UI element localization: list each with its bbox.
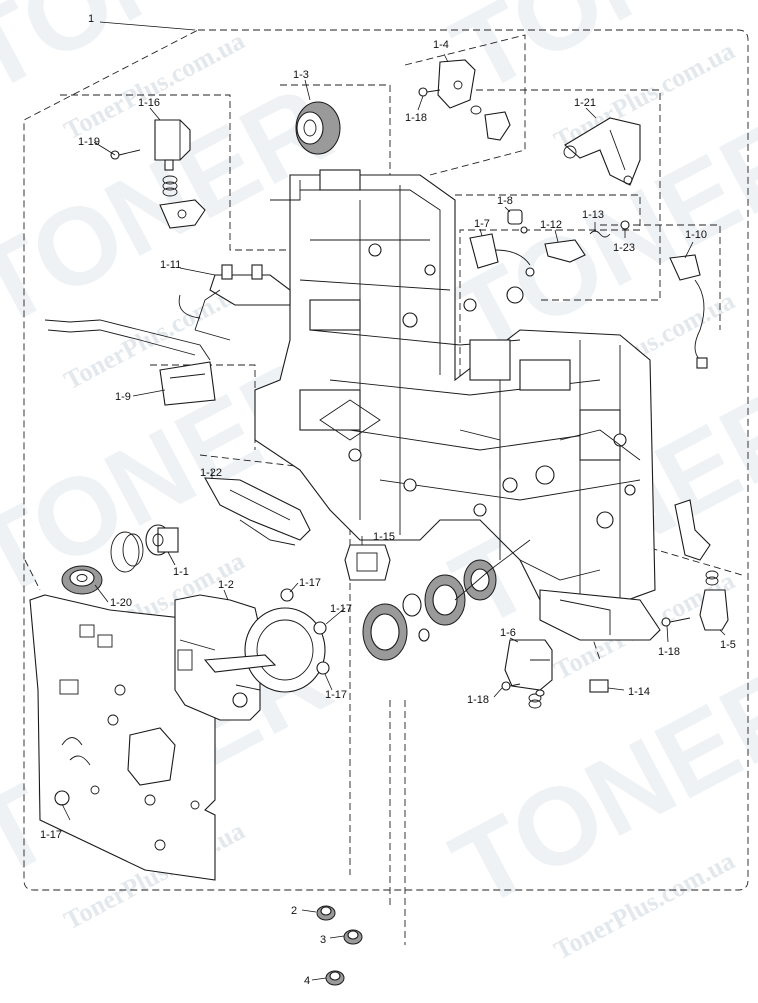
connector-1-15: [344, 544, 391, 581]
spring-1-13: [589, 230, 611, 238]
callout-1-5: 1-5: [720, 639, 736, 651]
lower-frame: [539, 589, 661, 641]
callout-1-2: 1-2: [218, 579, 234, 591]
callout-1-3: 1-3: [293, 69, 309, 81]
callout-1-20: 1-20: [110, 597, 132, 609]
screw-1-18-top: [418, 87, 441, 97]
callout-1-13: 1-13: [582, 209, 604, 221]
callout-1: 1: [88, 13, 94, 25]
callout-1-11: 1-11: [160, 259, 181, 271]
lever-1-22: [204, 477, 311, 546]
callout-1-18-right: 1-18: [658, 646, 680, 658]
solenoid-1-5: [674, 499, 729, 631]
callout-1-8: 1-8: [497, 195, 513, 207]
clutch-1-1: [110, 524, 179, 573]
gear-train: [362, 539, 531, 661]
callout-1-19: 1-19: [78, 136, 100, 148]
gear-1-20: [61, 565, 103, 595]
callout-labels: 1 1-16 1-19 1-3 1-4 1-18 1-21 1-8 1-7 1-…: [40, 13, 736, 987]
circuit-board-1-9: [44, 319, 216, 406]
callout-1-15: 1-15: [373, 531, 395, 543]
callout-1-17-c: 1-17: [325, 689, 347, 701]
leader-lines: [61, 21, 726, 981]
callout-1-17-a: 1-17: [299, 577, 321, 589]
sensor-1-10: [669, 254, 708, 369]
part-1-12: [544, 239, 586, 263]
callout-1-17-d: 1-17: [40, 829, 62, 841]
solenoid-1-16: [154, 119, 206, 229]
callout-3: 3: [320, 934, 326, 946]
callout-1-4: 1-4: [433, 39, 449, 51]
solenoid-1-6: [504, 639, 553, 709]
screws-1-17: [54, 588, 330, 806]
callout-1-12: 1-12: [540, 219, 562, 231]
callout-1-23: 1-23: [613, 242, 635, 254]
callout-1-6: 1-6: [500, 627, 516, 639]
motor-assembly-1-2: [174, 594, 326, 721]
screw-1-23: [620, 220, 630, 230]
callout-1-9: 1-9: [115, 391, 131, 403]
solenoid-1-4: [437, 59, 511, 141]
screws-1-18-lower: [501, 617, 691, 691]
callout-2: 2: [291, 905, 297, 917]
callout-1-18-top: 1-18: [405, 112, 427, 124]
roller-1-3: [295, 101, 341, 155]
bracket-1-21: [563, 117, 641, 186]
callout-1-10: 1-10: [685, 229, 707, 241]
callout-1-17-b: 1-17: [330, 603, 352, 615]
callout-1-22: 1-22: [200, 467, 222, 479]
sensor-1-11: [178, 264, 291, 341]
left-side-plate: [29, 594, 216, 881]
callout-1-7: 1-7: [474, 218, 490, 230]
callout-1-16: 1-16: [138, 97, 160, 109]
callout-1-18-lower: 1-18: [467, 694, 489, 706]
part-1-8: [507, 209, 528, 234]
callout-1-1: 1-1: [173, 566, 189, 578]
callout-1-14: 1-14: [628, 686, 650, 698]
callout-1-21: 1-21: [574, 97, 596, 109]
main-frame-chassis: [254, 169, 656, 611]
callout-4: 4: [304, 975, 310, 987]
assembly-boundary: [23, 29, 749, 891]
pad-1-14: [589, 679, 609, 693]
sensor-1-7: [469, 233, 535, 277]
